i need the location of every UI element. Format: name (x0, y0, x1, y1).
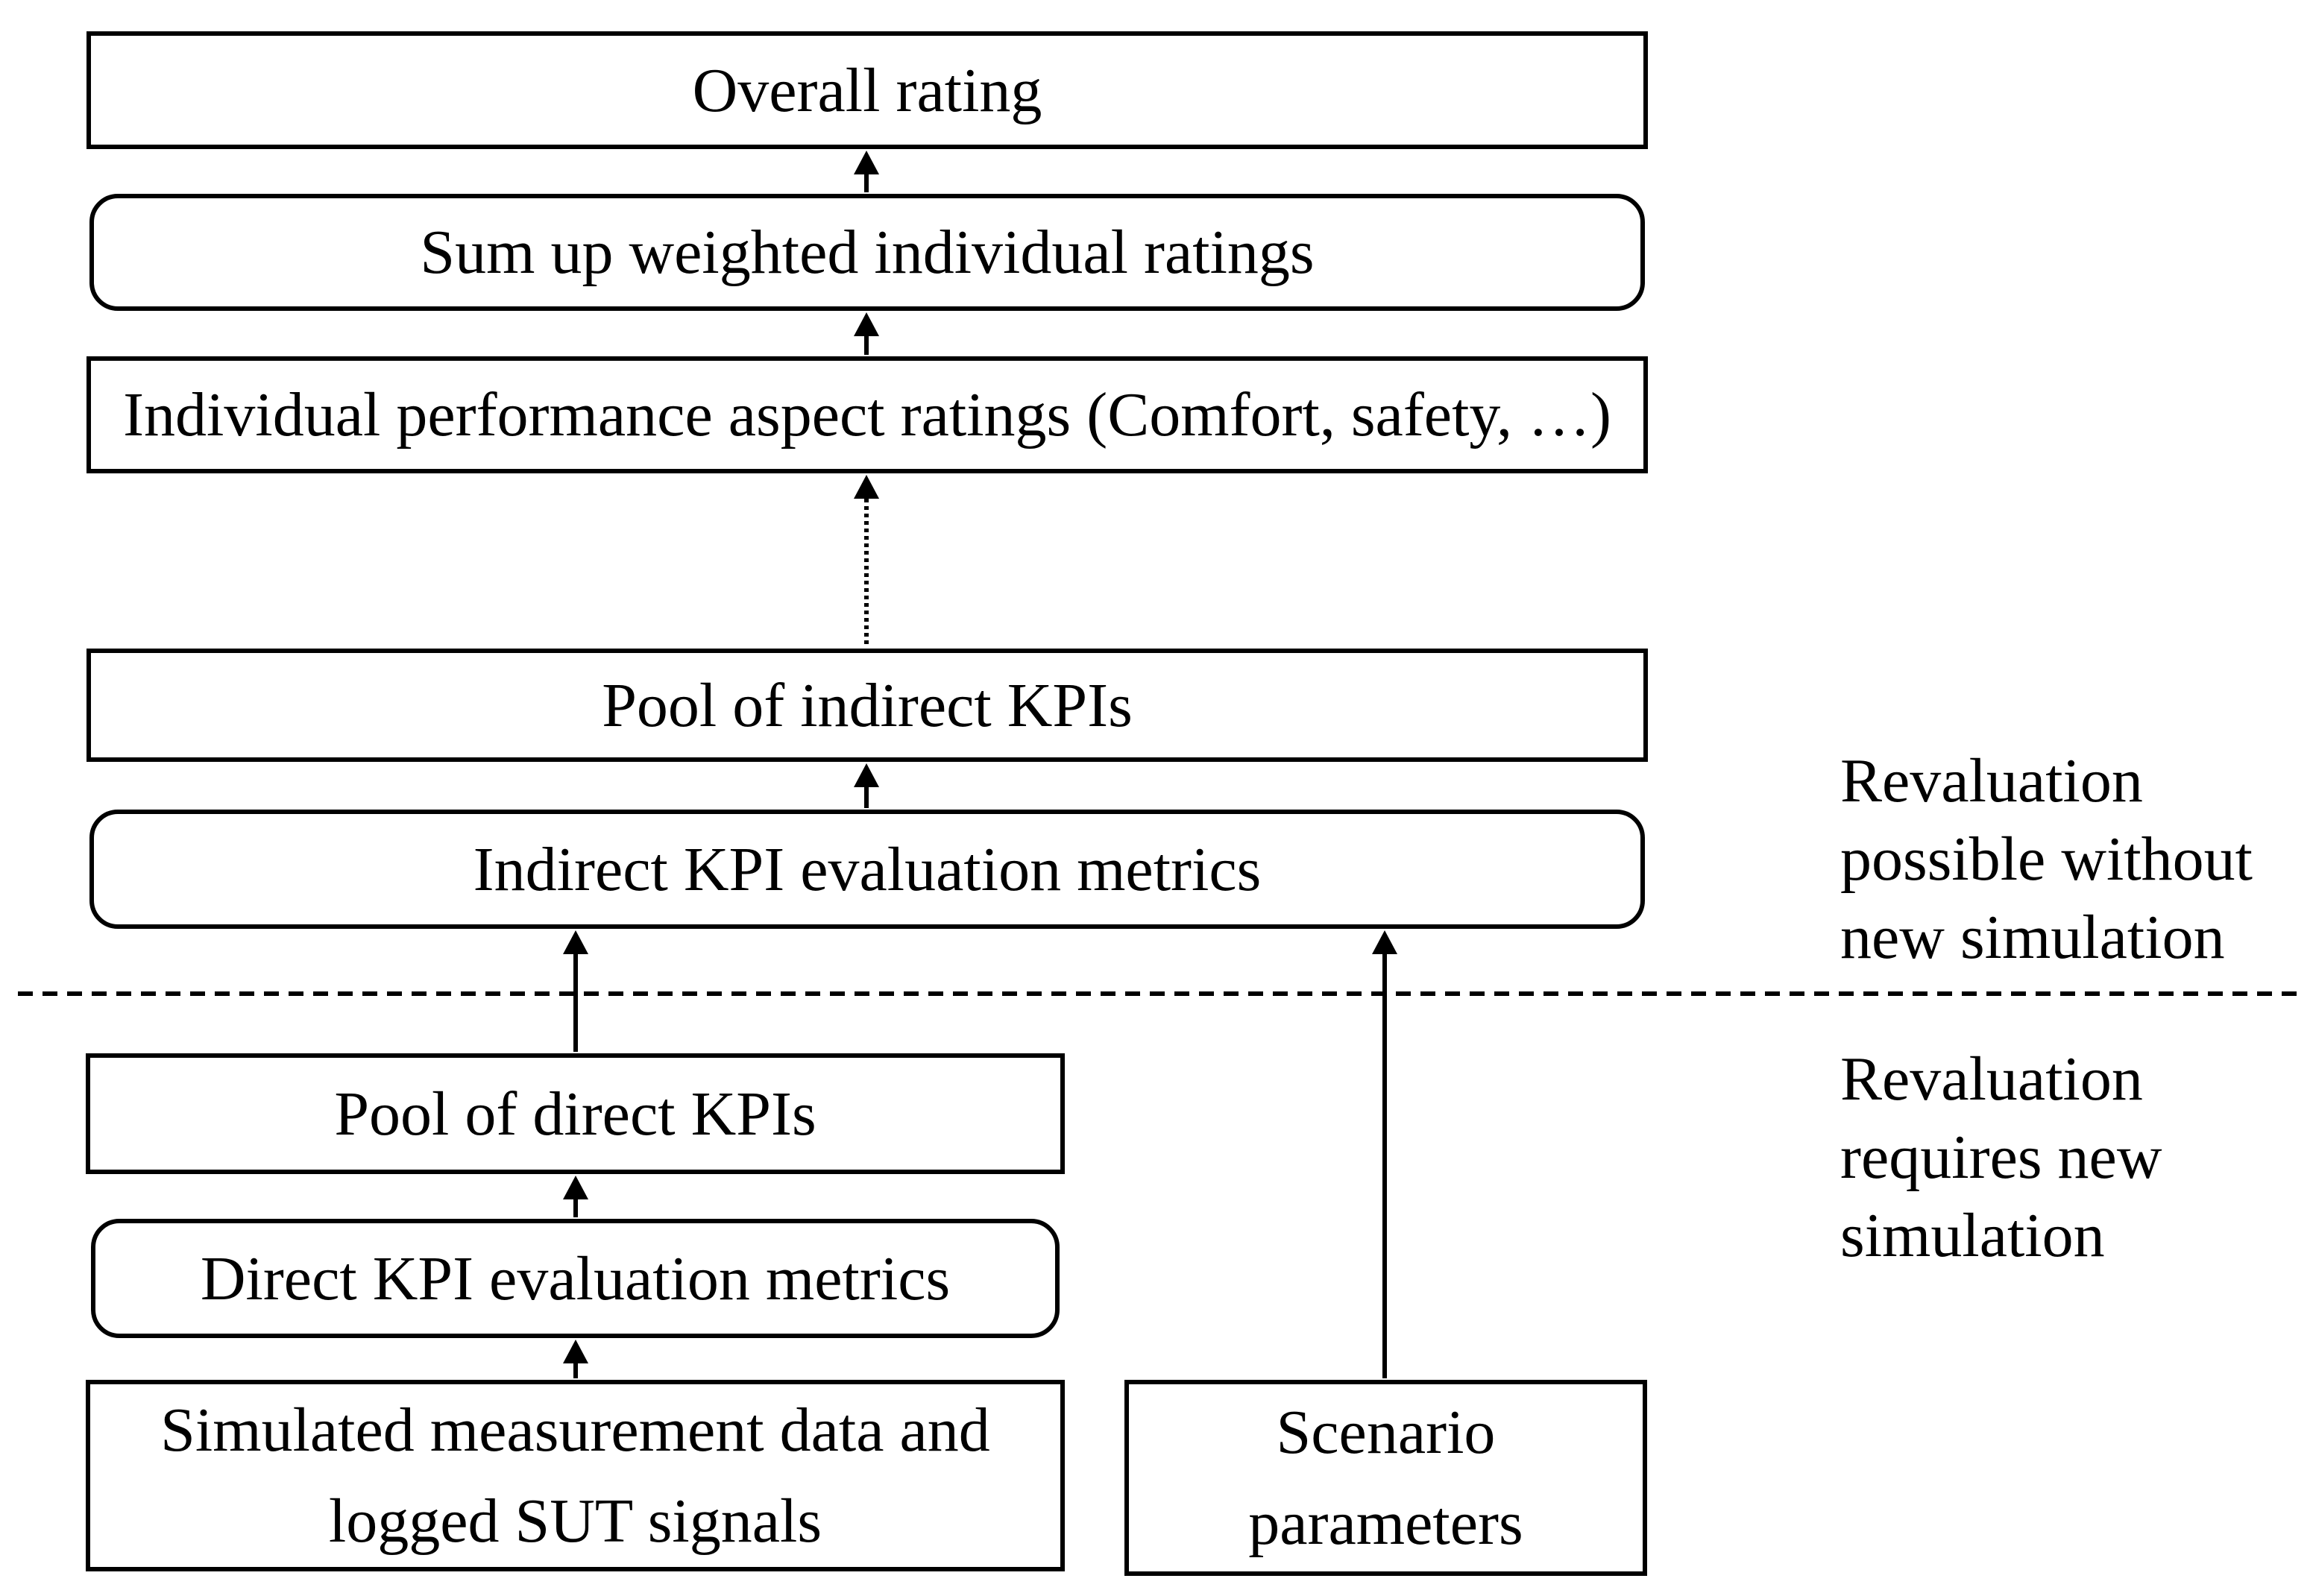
box-scenario-parameters-line1: Scenario (1276, 1397, 1496, 1467)
arrow-direct-pool-to-indirect-metrics (563, 930, 588, 1052)
arrow-sum-to-overall (854, 151, 879, 192)
arrow-shaft (864, 787, 869, 808)
arrowhead-up-icon (854, 151, 879, 174)
box-pool-indirect-kpis-label: Pool of indirect KPIs (602, 670, 1133, 740)
arrow-shaft (573, 1363, 578, 1378)
arrow-shaft (573, 954, 578, 1052)
box-sum-weighted-ratings: Sum up weighted individual ratings (89, 194, 1645, 311)
box-direct-kpi-metrics-label: Direct KPI evaluation metrics (200, 1243, 951, 1313)
arrowhead-up-icon (1372, 930, 1397, 954)
box-individual-aspect-ratings-label: Individual performance aspect ratings (C… (123, 380, 1611, 450)
arrow-shaft (1382, 954, 1387, 1378)
arrowhead-up-icon (563, 1176, 588, 1199)
note-line: simulation (1840, 1201, 2105, 1270)
box-simulated-data-line2: logged SUT signals (328, 1486, 822, 1556)
arrow-sim-data-to-direct-metrics (563, 1340, 588, 1378)
arrow-indirect-metrics-to-pool (854, 763, 879, 808)
arrowhead-up-icon (854, 312, 879, 336)
box-simulated-data: Simulated measurement data and logged SU… (86, 1380, 1065, 1571)
box-overall-rating-label: Overall rating (692, 55, 1042, 125)
arrow-scenario-to-indirect-metrics (1372, 930, 1397, 1378)
arrowhead-up-icon (563, 930, 588, 954)
note-revaluation-requires-new-simulation: Revaluation requires new simulation (1840, 1040, 2162, 1275)
box-pool-direct-kpis: Pool of direct KPIs (86, 1053, 1065, 1174)
arrowhead-up-icon (563, 1340, 588, 1363)
box-individual-aspect-ratings: Individual performance aspect ratings (C… (86, 356, 1648, 473)
note-line: Revaluation (1840, 1044, 2143, 1114)
box-indirect-kpi-metrics: Indirect KPI evaluation metrics (89, 810, 1645, 929)
separator-dashed-line (18, 991, 2300, 996)
box-scenario-parameters-line2: parameters (1248, 1488, 1523, 1558)
box-direct-kpi-metrics: Direct KPI evaluation metrics (91, 1219, 1060, 1338)
arrow-shaft (864, 174, 869, 192)
arrow-individual-to-sum (854, 312, 879, 355)
box-simulated-data-line1: Simulated measurement data and (160, 1395, 990, 1465)
arrow-shaft (573, 1199, 578, 1217)
box-indirect-kpi-metrics-label: Indirect KPI evaluation metrics (473, 834, 1262, 904)
arrow-shaft-dotted (864, 499, 869, 647)
box-pool-indirect-kpis: Pool of indirect KPIs (86, 649, 1648, 762)
note-line: Revaluation (1840, 746, 2143, 816)
arrowhead-up-icon (854, 475, 879, 499)
arrow-indirect-pool-to-individual-dotted (854, 475, 879, 647)
note-revaluation-without-new-simulation: Revaluation possible without new simulat… (1840, 742, 2253, 977)
arrow-shaft (864, 336, 869, 355)
box-scenario-parameters: Scenario parameters (1124, 1380, 1647, 1576)
note-line: new simulation (1840, 903, 2225, 972)
note-line: requires new (1840, 1123, 2162, 1192)
box-pool-direct-kpis-label: Pool of direct KPIs (334, 1079, 816, 1149)
note-line: possible without (1840, 824, 2253, 894)
box-sum-weighted-ratings-label: Sum up weighted individual ratings (420, 218, 1315, 287)
box-overall-rating: Overall rating (86, 31, 1648, 149)
arrow-direct-metrics-to-direct-pool (563, 1176, 588, 1217)
arrowhead-up-icon (854, 763, 879, 787)
